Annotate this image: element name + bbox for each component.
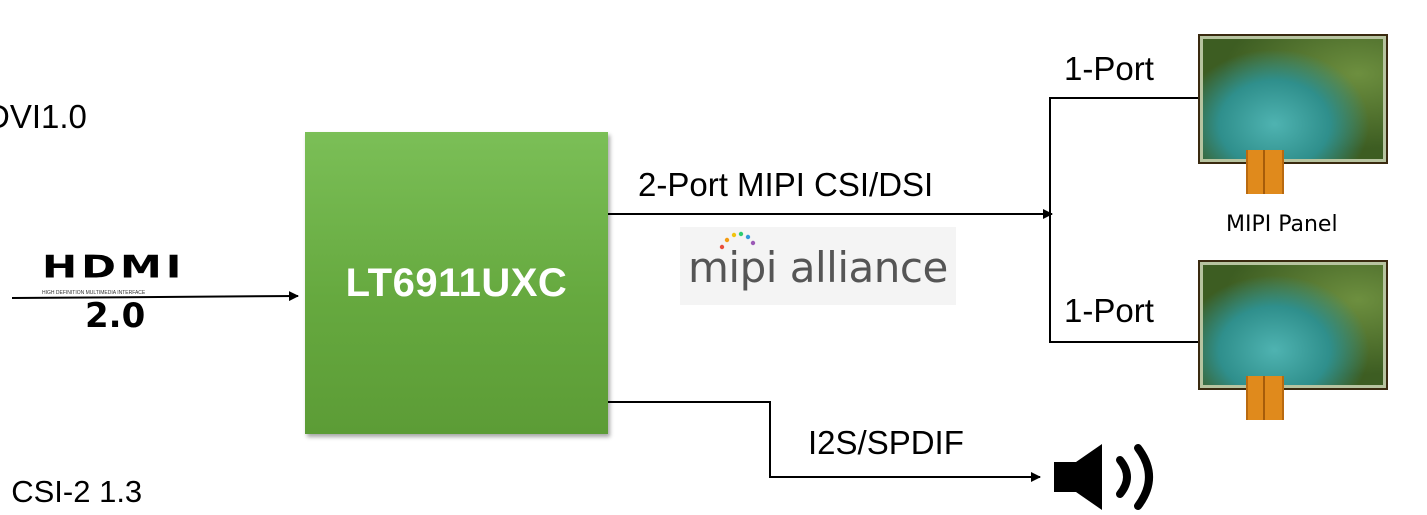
mipi-alliance-logo: mipi alliance xyxy=(680,227,956,305)
mipi-panel-bottom-image xyxy=(1198,260,1388,390)
audio-output-label: I2S/SPDIF xyxy=(808,424,964,461)
hdmi-version: 2.0 xyxy=(85,296,146,336)
port-top-label: 1-Port xyxy=(1064,50,1154,87)
dvi-label: DVI1.0 xyxy=(0,98,87,135)
mipi-panel-top-image xyxy=(1198,34,1388,164)
mipi-dots-icon xyxy=(719,231,756,250)
panel-bottom-ribbon xyxy=(1246,376,1284,420)
hdmi-wordmark: HDMI xyxy=(42,248,186,285)
hdmi-input-arrow xyxy=(11,291,299,302)
mipi-panel-label: MIPI Panel xyxy=(1226,212,1338,237)
hdmi-tagline: HIGH DEFINITION MULTIMEDIA INTERFACE xyxy=(42,290,146,296)
audio-output-arrow xyxy=(608,401,1041,482)
chip-label: LT6911UXC xyxy=(345,260,568,305)
port-bottom-label: 1-Port xyxy=(1064,292,1154,329)
mipi-output-label: 2-Port MIPI CSI/DSI xyxy=(638,166,934,203)
hdmi-2-0-logo: HDMI HIGH DEFINITION MULTIMEDIA INTERFAC… xyxy=(30,246,260,338)
mipi-logo-text: mipi alliance xyxy=(688,243,948,292)
panel-splitter-line xyxy=(1049,97,1203,343)
speaker-icon xyxy=(1054,444,1153,510)
lt6911uxc-chip: LT6911UXC xyxy=(305,132,608,434)
csi-version-label: , CSI-2 1.3 xyxy=(0,474,143,509)
panel-top-ribbon xyxy=(1246,150,1284,194)
